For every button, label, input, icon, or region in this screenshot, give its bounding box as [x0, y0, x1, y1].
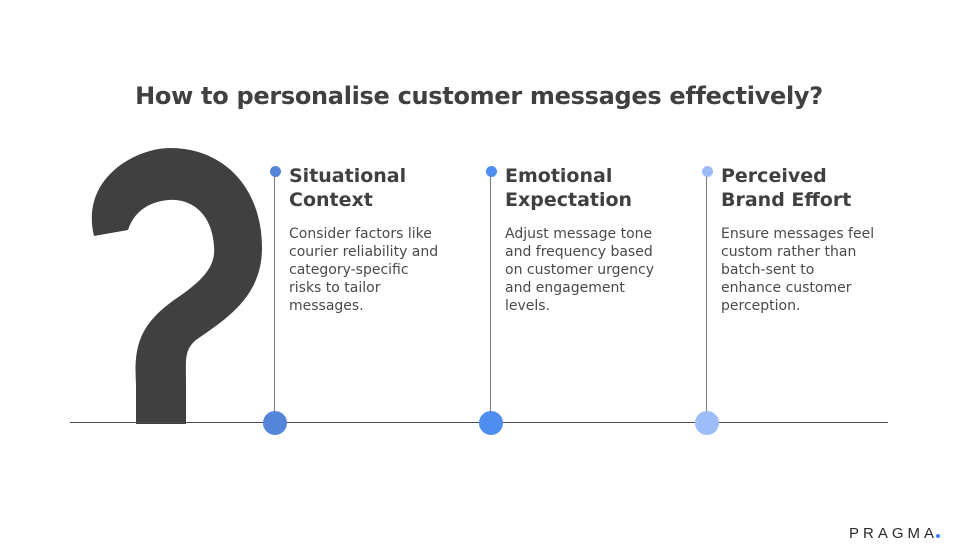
item-title-2: Emotional Expectation: [505, 164, 685, 212]
item-description-2-line-1: Adjust message tone: [505, 226, 653, 242]
item-description-2: Adjust message tone and frequency based …: [505, 225, 675, 315]
timeline-marker-top-1: [270, 166, 281, 177]
timeline-stem-1: [274, 172, 275, 424]
timeline-marker-top-2: [486, 166, 497, 177]
timeline-node-3: [695, 411, 719, 435]
item-title-1-line-2: Context: [289, 189, 373, 211]
item-title-2-line-1: Emotional: [505, 165, 613, 187]
item-title-1: Situational Context: [289, 164, 469, 212]
item-description-2-line-3: on customer urgency: [505, 262, 655, 278]
item-title-3: Perceived Brand Effort: [721, 164, 901, 212]
timeline-marker-top-3: [702, 166, 713, 177]
page-title: How to personalise customer messages eff…: [135, 82, 823, 110]
item-description-3: Ensure messages feel custom rather than …: [721, 225, 891, 315]
item-description-1-line-1: Consider factors like: [289, 226, 432, 242]
item-description-3-line-3: batch-sent to: [721, 262, 815, 278]
item-description-3-line-4: enhance customer: [721, 280, 852, 296]
item-description-1: Consider factors like courier reliabilit…: [289, 225, 459, 315]
item-description-2-line-2: and frequency based: [505, 244, 653, 260]
item-description-1-line-3: category-specific: [289, 262, 409, 278]
brand-logo-dot: [936, 534, 940, 538]
question-mark-icon: [91, 148, 262, 424]
item-description-3-line-1: Ensure messages feel: [721, 226, 875, 242]
item-description-1-line-4: risks to tailor: [289, 280, 381, 296]
item-title-3-line-2: Brand Effort: [721, 189, 852, 211]
item-description-3-line-5: perception.: [721, 298, 801, 314]
timeline-stem-3: [706, 172, 707, 424]
item-description-1-line-5: messages.: [289, 298, 364, 314]
timeline-node-1: [263, 411, 287, 435]
item-description-3-line-2: custom rather than: [721, 244, 857, 260]
item-description-2-line-4: and engagement: [505, 280, 625, 296]
item-description-2-line-5: levels.: [505, 298, 551, 314]
item-title-2-line-2: Expectation: [505, 189, 633, 211]
item-title-3-line-1: Perceived: [721, 165, 827, 187]
item-description-1-line-2: courier reliability and: [289, 244, 439, 260]
brand-logo-text: PRAGMA: [848, 525, 938, 542]
timeline-node-2: [479, 411, 503, 435]
timeline-stem-2: [490, 172, 491, 424]
item-title-1-line-1: Situational: [289, 165, 407, 187]
brand-logo: PRAGMA: [849, 525, 940, 542]
